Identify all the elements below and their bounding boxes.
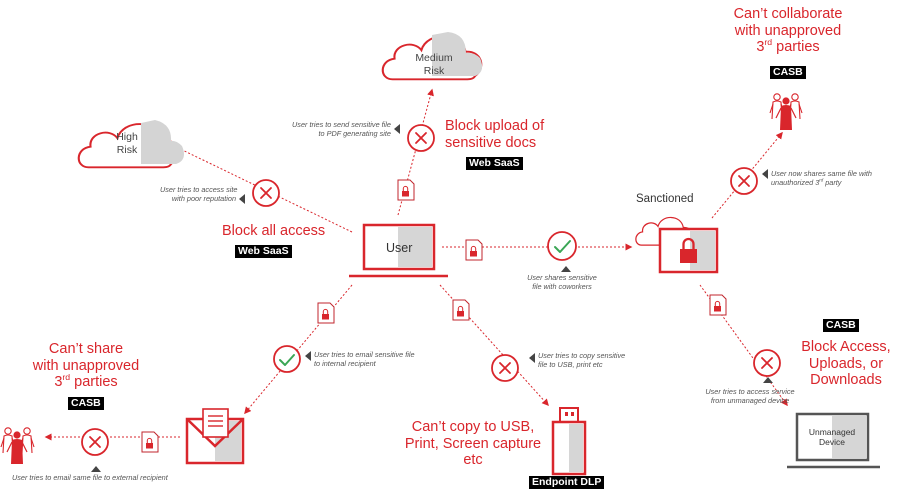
block-access-line1: Block Access, <box>801 339 891 355</box>
check-icon-coworkers <box>547 231 577 261</box>
unmanaged-line1: Unmanaged <box>808 427 856 437</box>
note-send-pdf-line1: User tries to send sensitive file <box>292 120 391 129</box>
note-send-pdf-line2: to PDF generating site <box>318 128 391 138</box>
collaborate-line1: Can’t collaborate <box>733 6 843 22</box>
laptop-icon-unmanaged <box>787 412 880 469</box>
note-copy-usb-line1: User tries to copy sensitive <box>538 351 626 360</box>
usb-drive-icon <box>551 407 587 476</box>
note-access-site-line2: with poor reputation <box>171 193 236 203</box>
block-access-line3: Downloads <box>810 372 882 388</box>
document-lock-icon <box>397 179 415 201</box>
tag-casb-right: CASB <box>823 319 859 332</box>
node-label-sanctioned: Sanctioned <box>636 193 694 205</box>
connector-user-high-risk <box>170 144 353 233</box>
outcome-cant-share: Can’t share with unapproved 3rd parties <box>28 341 144 391</box>
note-shares-coworkers: User shares sensitive file with coworker… <box>524 273 600 291</box>
note-unauthorized-line1: User now shares same file with <box>771 169 872 178</box>
collaborate-line2: with unapproved <box>734 22 842 39</box>
node-label-high-risk: High Risk <box>105 131 149 157</box>
envelope-icon <box>185 408 245 465</box>
node-label-medium-risk: Medium Risk <box>406 52 462 78</box>
unmanaged-line2: Device <box>819 437 845 447</box>
medium-risk-line2: Risk <box>423 65 445 77</box>
high-risk-line2: Risk <box>116 144 138 156</box>
people-icon-top <box>769 93 803 130</box>
share-line1: Can’t share <box>48 341 124 357</box>
tag-web-saas-access: Web SaaS <box>235 245 292 258</box>
tag-web-saas-upload: Web SaaS <box>466 157 523 170</box>
high-risk-line1: High <box>116 131 138 143</box>
node-label-unmanaged-device: Unmanaged Device <box>799 427 865 447</box>
note-coworkers-line1: User shares sensitive <box>527 273 597 282</box>
note-access-site-line1: User tries to access site <box>160 185 238 194</box>
block-upload-line1: Block upload of <box>445 118 545 134</box>
note-email-external: User tries to email same file to externa… <box>12 473 168 482</box>
note-send-pdf: User tries to send sensitive file to PDF… <box>281 120 391 138</box>
note-unmanaged-line2: from unmanaged device <box>710 395 790 405</box>
document-lock-icon <box>317 302 335 324</box>
block-access-line2: Uploads, or <box>808 355 884 372</box>
note-unmanaged-line1: User tries to access service <box>705 387 795 396</box>
note-copy-usb: User tries to copy sensitive file to USB… <box>538 351 626 369</box>
copy-line1: Can’t copy to USB, <box>411 419 535 435</box>
block-upload-line2: sensitive docs <box>445 134 537 151</box>
copy-line3: etc <box>463 452 483 468</box>
note-unmanaged-access: User tries to access service from unmana… <box>693 387 807 405</box>
note-email-internal: User tries to email sensitive file to in… <box>314 350 415 368</box>
people-icon-left <box>0 427 35 464</box>
node-label-user: User <box>386 241 413 255</box>
document-lock-icon <box>709 294 727 316</box>
note-coworkers-line2: file with coworkers <box>532 281 592 291</box>
copy-line2: Print, Screen capture <box>404 435 542 452</box>
share-line2: with unapproved <box>32 357 140 374</box>
outcome-cant-copy: Can’t copy to USB, Print, Screen capture… <box>394 419 552 469</box>
outcome-cant-collaborate: Can’t collaborate with unapproved 3rd pa… <box>715 6 861 56</box>
note-access-site: User tries to access site with poor repu… <box>160 185 238 203</box>
outcome-block-access: Block Access, Uploads, or Downloads <box>794 339 898 389</box>
document-lock-icon <box>452 299 470 321</box>
connector-user-email <box>244 284 353 415</box>
tag-casb-top: CASB <box>770 66 806 79</box>
connector-user-usb <box>439 284 549 407</box>
note-email-internal-line1: User tries to email sensitive file <box>314 350 415 359</box>
note-email-internal-line2: to internal recipient <box>314 358 376 368</box>
padlock-icon <box>680 237 697 263</box>
tag-casb-left: CASB <box>68 397 104 410</box>
laptop-icon-user <box>349 223 448 278</box>
document-lock-icon <box>141 431 159 453</box>
note-unauthorized: User now shares same file with unauthori… <box>771 169 872 187</box>
share-line3: 3rd parties <box>54 372 118 390</box>
document-lock-icon <box>465 239 483 261</box>
collaborate-line3: 3rd parties <box>756 37 820 55</box>
outcome-block-all-access: Block all access <box>222 223 326 239</box>
note-copy-usb-line2: file to USB, print etc <box>538 359 603 369</box>
tag-endpoint-dlp: Endpoint DLP <box>529 476 605 489</box>
note-unauthorized-line2: unauthorized 3rd party <box>771 177 842 187</box>
check-icon-internal <box>273 345 301 373</box>
outcome-block-upload: Block upload of sensitive docs <box>445 118 544 151</box>
medium-risk-line1: Medium <box>415 52 453 64</box>
